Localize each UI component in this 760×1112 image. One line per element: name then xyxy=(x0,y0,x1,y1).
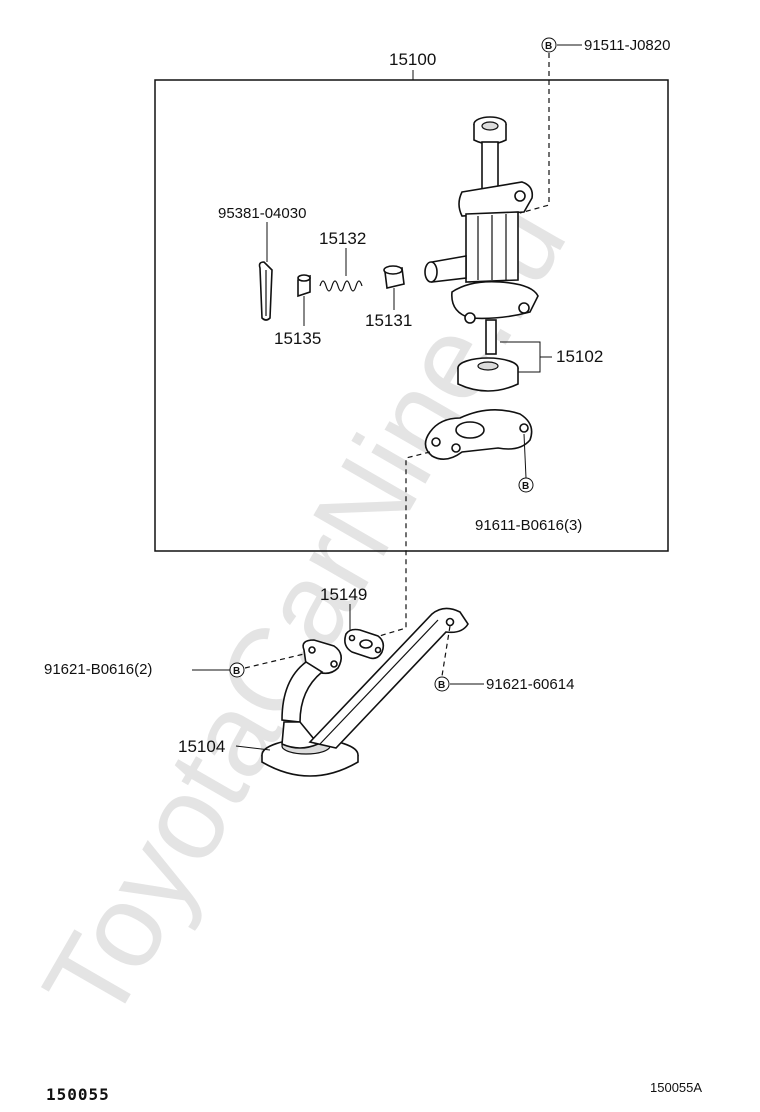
label-15100: 15100 xyxy=(389,50,436,69)
label-91621-b0616-2: 91621-B0616(2) xyxy=(44,661,152,678)
label-15132: 15132 xyxy=(319,229,366,248)
pump-cover-plate xyxy=(424,409,533,460)
footer-left-code: 150055 xyxy=(46,1085,110,1104)
bolt-marker-strainer: B xyxy=(229,662,245,678)
label-15149: 15149 xyxy=(320,585,367,604)
bolt-marker-cover: B xyxy=(518,477,534,493)
assembly-frame xyxy=(154,79,669,552)
label-15102: 15102 xyxy=(556,347,603,366)
label-15135: 15135 xyxy=(274,329,321,348)
oil-strainer xyxy=(261,607,469,777)
cotter-pin xyxy=(258,261,273,321)
bolt-marker-cover-letter: B xyxy=(522,481,529,492)
bolt-marker-top: B xyxy=(541,37,557,53)
oil-pump-body xyxy=(424,116,539,355)
dashed-link-91621a xyxy=(244,653,305,669)
label-95381-04030: 95381-04030 xyxy=(218,205,306,222)
label-91611-b0616-3: 91611-B0616(3) xyxy=(475,517,582,534)
compression-spring xyxy=(319,280,363,292)
footer-right-code: 150055A xyxy=(650,1080,702,1095)
relief-valve xyxy=(297,274,311,298)
label-91511-j0820: 91511-J0820 xyxy=(584,37,670,54)
bolt-marker-bracket: B xyxy=(434,676,450,692)
label-15131: 15131 xyxy=(365,311,412,330)
strainer-gasket xyxy=(344,628,385,660)
leader-91611 xyxy=(523,433,527,479)
dashed-link-91511 xyxy=(519,53,550,214)
leader-15104 xyxy=(235,745,271,751)
dashed-link-cover-strainer xyxy=(365,451,431,641)
retainer-plug xyxy=(383,265,405,289)
label-91621-60614: 91621-60614 xyxy=(486,676,574,693)
label-15104: 15104 xyxy=(178,737,225,756)
bolt-marker-bracket-letter: B xyxy=(438,680,445,691)
bolt-marker-strainer-letter: B xyxy=(233,666,240,677)
bolt-marker-top-letter: B xyxy=(545,41,552,52)
pump-rotor xyxy=(457,357,519,392)
